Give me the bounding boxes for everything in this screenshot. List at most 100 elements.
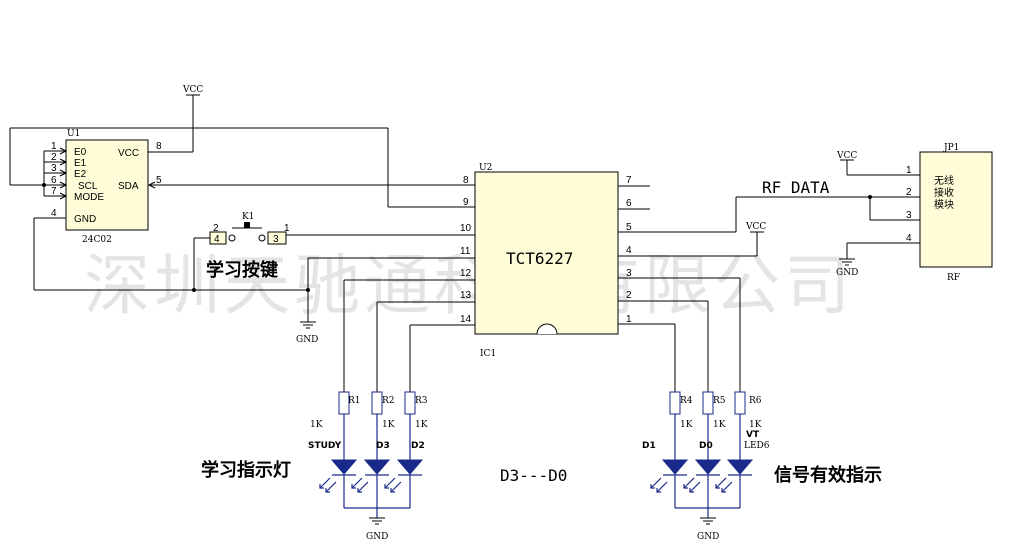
learn-indicator-label: 学习指示灯 bbox=[201, 459, 291, 481]
led-d3-label: D3 bbox=[376, 441, 390, 451]
r1-ref: R1 bbox=[348, 396, 361, 406]
led6-label: LED6 bbox=[744, 441, 770, 451]
vcc-u1-label: VCC bbox=[182, 85, 203, 95]
led-study: STUDY bbox=[308, 441, 358, 476]
vcc-u1: VCC bbox=[182, 85, 203, 152]
u2-pin-10: 10 bbox=[460, 223, 472, 234]
k1-pad-left bbox=[209, 231, 227, 245]
u1-pin-e0: E0 bbox=[74, 147, 87, 158]
led-study-label: STUDY bbox=[308, 441, 342, 451]
gnd-led-right: GND bbox=[697, 517, 719, 542]
vcc-u2-label: VCC bbox=[745, 222, 766, 232]
gnd-jp1-label: GND bbox=[836, 268, 858, 278]
gnd-k1-label: GND bbox=[296, 335, 318, 345]
k1-pin-2: 2 bbox=[213, 223, 219, 234]
r1-value: 1K bbox=[310, 420, 323, 430]
u2-pin-14: 14 bbox=[460, 314, 472, 325]
r2-value: 1K bbox=[382, 420, 395, 430]
u2-pin-4: 4 bbox=[626, 245, 632, 256]
resistor-r1: R1 1K bbox=[310, 391, 361, 430]
jp1-pin-1: 1 bbox=[906, 165, 912, 176]
gnd-k1: GND bbox=[296, 321, 318, 345]
u1-pin-num-gnd: 4 bbox=[51, 208, 57, 219]
led-d2-label: D2 bbox=[411, 441, 425, 451]
k1-pin-4: 4 bbox=[214, 234, 220, 245]
r6-value: 1K bbox=[749, 420, 762, 430]
u1-pin-num-mode: 7 bbox=[51, 186, 57, 197]
k1-switch: K1 2 4 1 3 bbox=[192, 212, 475, 292]
u2-pin-6: 6 bbox=[626, 198, 632, 209]
gnd-led-left-label: GND bbox=[366, 532, 388, 542]
u2-pin-12: 12 bbox=[460, 268, 472, 279]
gnd-led-right-label: GND bbox=[697, 532, 719, 542]
u1-pin-num-sda: 5 bbox=[156, 175, 162, 186]
k1-ref: K1 bbox=[242, 212, 254, 222]
k1-pad-right bbox=[267, 231, 287, 245]
u2-pin-2: 2 bbox=[626, 290, 632, 301]
r5-ref: R5 bbox=[713, 396, 726, 406]
gnd-led-left: GND bbox=[366, 517, 388, 542]
jp1-footer: RF bbox=[947, 273, 960, 283]
u1-pin-num-e1: 2 bbox=[51, 152, 57, 163]
led-vt-label: VT bbox=[746, 430, 760, 440]
u1-pin-e1: E1 bbox=[74, 158, 87, 169]
led-d0-label: D0 bbox=[699, 441, 713, 451]
r2-ref: R2 bbox=[382, 396, 395, 406]
r4-value: 1K bbox=[680, 420, 693, 430]
u1-body bbox=[65, 139, 149, 231]
data-bits-label: D3---D0 bbox=[500, 466, 567, 485]
r5-value: 1K bbox=[713, 420, 726, 430]
led-d0: D0 bbox=[694, 441, 722, 476]
u1-pin-num-vcc: 8 bbox=[156, 141, 162, 152]
jp1-ref: JP1 bbox=[943, 143, 959, 153]
u1-pin-vcc: VCC bbox=[118, 148, 139, 159]
u2-pin-3: 3 bbox=[626, 268, 632, 279]
r3-ref: R3 bbox=[415, 396, 428, 406]
k1-pin-3: 3 bbox=[273, 234, 279, 245]
rf-data-label: RF DATA bbox=[762, 178, 830, 197]
jp1-rf-module: JP1 无线 接收 模块 RF 1 2 3 4 bbox=[847, 143, 993, 283]
r6-ref: R6 bbox=[749, 396, 762, 406]
jp1-text-1: 无线 bbox=[934, 174, 954, 187]
u2-pin-11: 11 bbox=[460, 246, 471, 257]
u2-part: TCT6227 bbox=[506, 249, 573, 268]
led-d3: D3 bbox=[363, 441, 391, 476]
u2-label: IC1 bbox=[480, 349, 496, 359]
u1-pin-mode: MODE bbox=[74, 192, 104, 203]
u2-pin-7: 7 bbox=[626, 175, 632, 186]
resistor-r4: R4 1K bbox=[669, 391, 693, 430]
u2-body bbox=[474, 171, 619, 335]
u2-pin-5: 5 bbox=[626, 222, 632, 233]
u2-decoder: U2 TCT6227 IC1 8 9 10 11 12 13 14 7 6 5 … bbox=[460, 163, 632, 359]
u2-pin-13: 13 bbox=[460, 290, 472, 301]
u1-part: 24C02 bbox=[82, 235, 112, 245]
resistor-r5: R5 1K bbox=[702, 391, 726, 430]
led-d1-label: D1 bbox=[642, 441, 656, 451]
r3-value: 1K bbox=[415, 420, 428, 430]
u1-pin-e2: E2 bbox=[74, 169, 87, 180]
jp1-body bbox=[919, 151, 993, 268]
jp1-pin-4: 4 bbox=[906, 233, 912, 244]
led-vt: VT LED6 bbox=[726, 430, 770, 476]
u1-pin-num-scl: 6 bbox=[51, 175, 57, 186]
resistor-r2: R2 1K bbox=[371, 391, 395, 430]
u1-pin-gnd: GND bbox=[74, 214, 96, 225]
led-d1: D1 bbox=[642, 441, 689, 476]
u1-eeprom: U1 24C02 1 2 3 6 7 4 E0 E1 E2 SCL MODE G… bbox=[34, 129, 193, 245]
resistor-r3: R3 1K bbox=[404, 391, 428, 430]
u1-pin-num-e0: 1 bbox=[51, 141, 57, 152]
led-d2: D2 bbox=[396, 441, 425, 476]
u1-ref: U1 bbox=[67, 129, 80, 139]
k1-pin-1: 1 bbox=[284, 223, 290, 234]
u1-pin-scl: SCL bbox=[78, 181, 98, 192]
jp1-pin-2: 2 bbox=[906, 187, 912, 198]
jp1-text-3: 模块 bbox=[934, 199, 954, 211]
u1-pin-sda: SDA bbox=[118, 181, 139, 192]
jp1-text-2: 接收 bbox=[934, 186, 954, 199]
r4-ref: R4 bbox=[680, 396, 693, 406]
learn-key-label: 学习按键 bbox=[206, 259, 278, 281]
vcc-jp1-label: VCC bbox=[836, 151, 857, 161]
u2-pin-9: 9 bbox=[463, 197, 469, 208]
